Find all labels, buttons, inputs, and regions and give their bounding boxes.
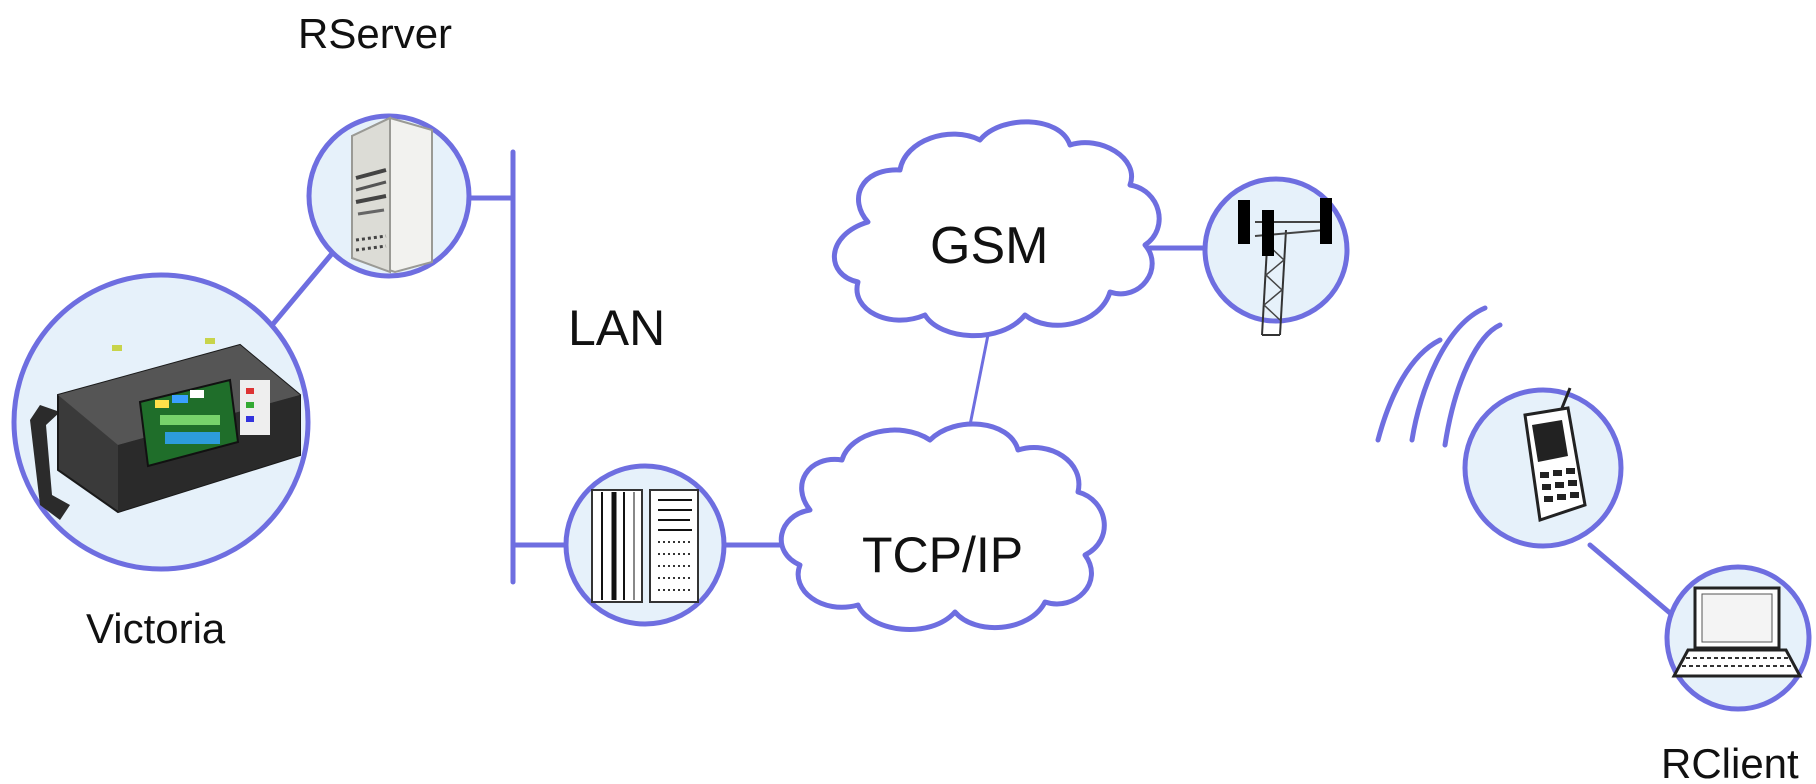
router-circle	[563, 463, 727, 627]
gsm-cloud	[831, 119, 1162, 339]
network-rack-icon	[591, 489, 699, 603]
tcpip-cloud	[778, 421, 1107, 632]
cell-tower-icon	[1238, 198, 1332, 336]
radio-wave-3	[1442, 322, 1503, 448]
tower-node	[1202, 176, 1350, 336]
victoria-rserver-link	[265, 247, 338, 333]
phone-node	[1462, 387, 1624, 549]
radio-wave-1	[1375, 337, 1443, 443]
server-tower-icon	[351, 116, 433, 274]
victoria-label: Victoria	[86, 605, 226, 652]
router-node	[563, 463, 727, 627]
laptop-icon	[1671, 586, 1803, 678]
rserver-label: RServer	[298, 10, 452, 57]
test-analyzer-device-icon	[30, 338, 301, 520]
radio-wave-2	[1409, 305, 1488, 443]
lan-label: LAN	[568, 300, 665, 356]
laptop-node	[1664, 564, 1812, 712]
rclient-label: RClient	[1661, 740, 1799, 784]
mobile-phone-icon	[1523, 387, 1587, 522]
tcpip-label: TCP/IP	[862, 527, 1023, 583]
gsm-label: GSM	[930, 217, 1048, 275]
victoria-node	[11, 272, 311, 572]
rserver-node	[306, 113, 472, 279]
radio-waves	[1375, 305, 1503, 448]
